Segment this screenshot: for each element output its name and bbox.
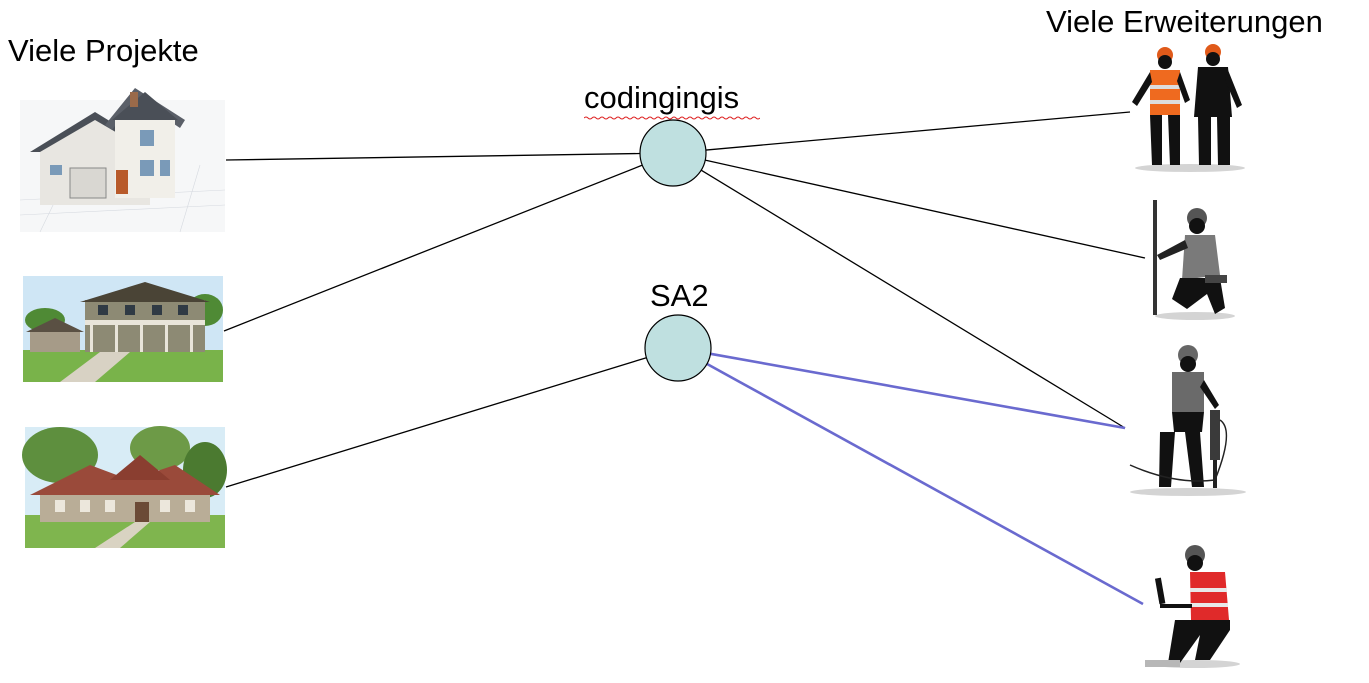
hub-codingingis-text: codingingis — [584, 80, 740, 115]
extensions-heading: Viele Erweiterungen — [1046, 4, 1323, 39]
project-house-1 — [19, 88, 226, 233]
project-house-3 — [22, 426, 227, 548]
hub-codingingis-node — [639, 119, 707, 187]
hub-codingingis-label: codingingis — [584, 80, 760, 120]
measuring-worker-silhouette — [1153, 200, 1235, 320]
connection-line-hub-codingingis-to-worker-3 — [700, 169, 1126, 429]
connection-line-hub-sa2-to-worker-4 — [706, 362, 1144, 606]
connection-line-hub-codingingis-to-worker-2 — [705, 159, 1146, 259]
hub-sa2-label: SA2 — [650, 278, 709, 313]
laptop-worker-silhouette — [1145, 545, 1240, 668]
connection-line-hub-codingingis-to-worker-1 — [705, 111, 1131, 151]
jackhammer-worker-silhouette — [1129, 345, 1246, 496]
spellcheck-underline — [584, 116, 760, 120]
connection-line-project-2-to-hub-codingingis — [223, 164, 643, 332]
project-house-2 — [23, 276, 223, 382]
connection-line-project-1-to-hub-codingingis — [225, 152, 641, 161]
worker-pair-silhouette — [1132, 44, 1245, 172]
hub-sa2-node — [644, 314, 712, 382]
connection-line-project-3-to-hub-sa2 — [225, 357, 647, 488]
connection-line-hub-sa2-to-worker-3 — [710, 352, 1126, 430]
projects-heading: Viele Projekte — [8, 33, 199, 68]
connection-lines — [223, 111, 1146, 606]
